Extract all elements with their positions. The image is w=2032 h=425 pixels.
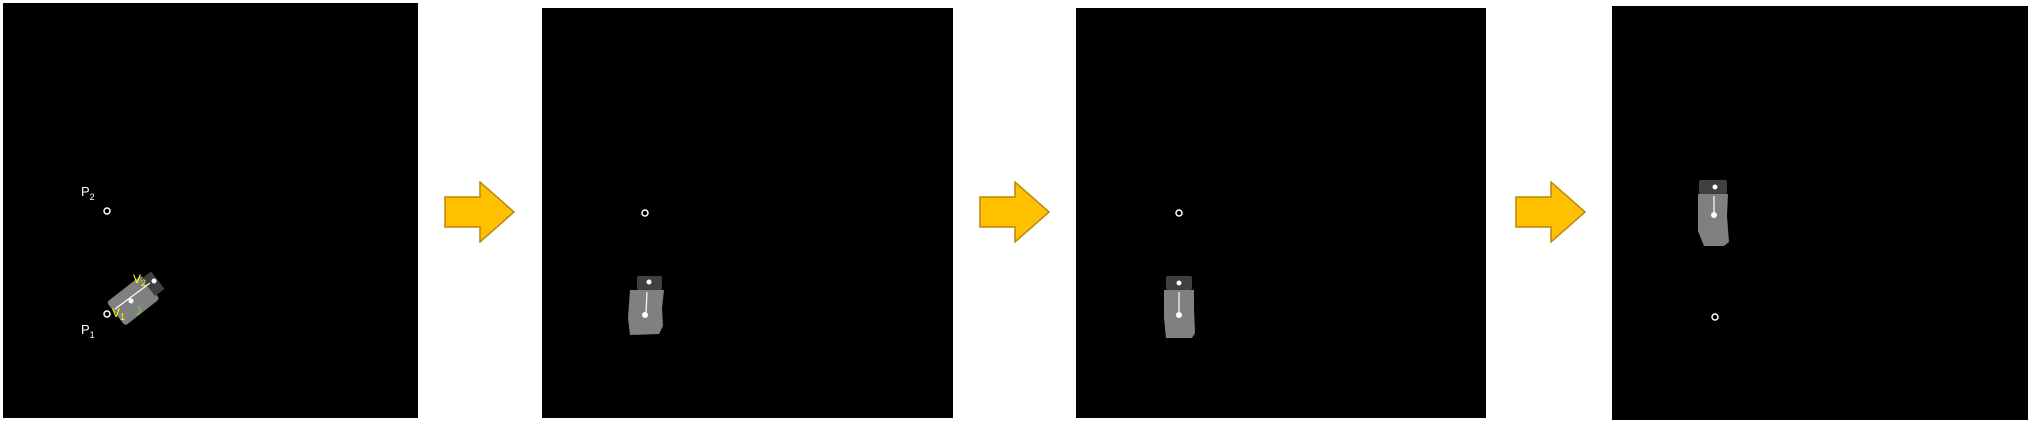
object-axis-line bbox=[114, 282, 151, 310]
object-body bbox=[1698, 194, 1729, 246]
scene-panel-initial: P2 P1 V2 V1 bbox=[3, 3, 418, 418]
object-center-marker bbox=[1176, 312, 1182, 318]
v2-label: V2 bbox=[133, 272, 146, 288]
scene-1-canvas: P2 P1 V2 V1 bbox=[81, 184, 165, 340]
rotation-indicator bbox=[136, 305, 141, 316]
v1-label: V1 bbox=[112, 306, 125, 322]
object-front-marker bbox=[1176, 280, 1182, 286]
right-arrow-icon bbox=[444, 181, 516, 243]
point-p1-marker bbox=[103, 310, 111, 318]
scene-panel-aligned bbox=[1076, 8, 1486, 418]
right-arrow-icon bbox=[1515, 181, 1587, 243]
object-center-marker bbox=[128, 298, 134, 304]
scene-2-canvas bbox=[628, 209, 664, 335]
scene-panel-final bbox=[1612, 6, 2028, 420]
object-head bbox=[141, 271, 165, 297]
object-front-marker bbox=[646, 279, 652, 285]
p2-label: P2 bbox=[81, 184, 95, 202]
right-arrow-icon bbox=[979, 181, 1051, 243]
object-center-marker bbox=[1711, 212, 1717, 218]
p1-label: P1 bbox=[81, 322, 95, 340]
object-front-marker bbox=[151, 278, 157, 284]
object-center-marker bbox=[642, 312, 648, 318]
object-axis-line bbox=[645, 291, 648, 315]
target-point-marker bbox=[1175, 209, 1183, 217]
point-p2-marker bbox=[103, 207, 111, 215]
scene-4-canvas bbox=[1698, 180, 1729, 321]
target-point-marker bbox=[1711, 313, 1719, 321]
scene-3-canvas bbox=[1164, 209, 1195, 338]
target-point-marker bbox=[641, 209, 649, 217]
scene-panel-rotated bbox=[542, 8, 953, 418]
object-front-marker bbox=[1712, 184, 1718, 190]
